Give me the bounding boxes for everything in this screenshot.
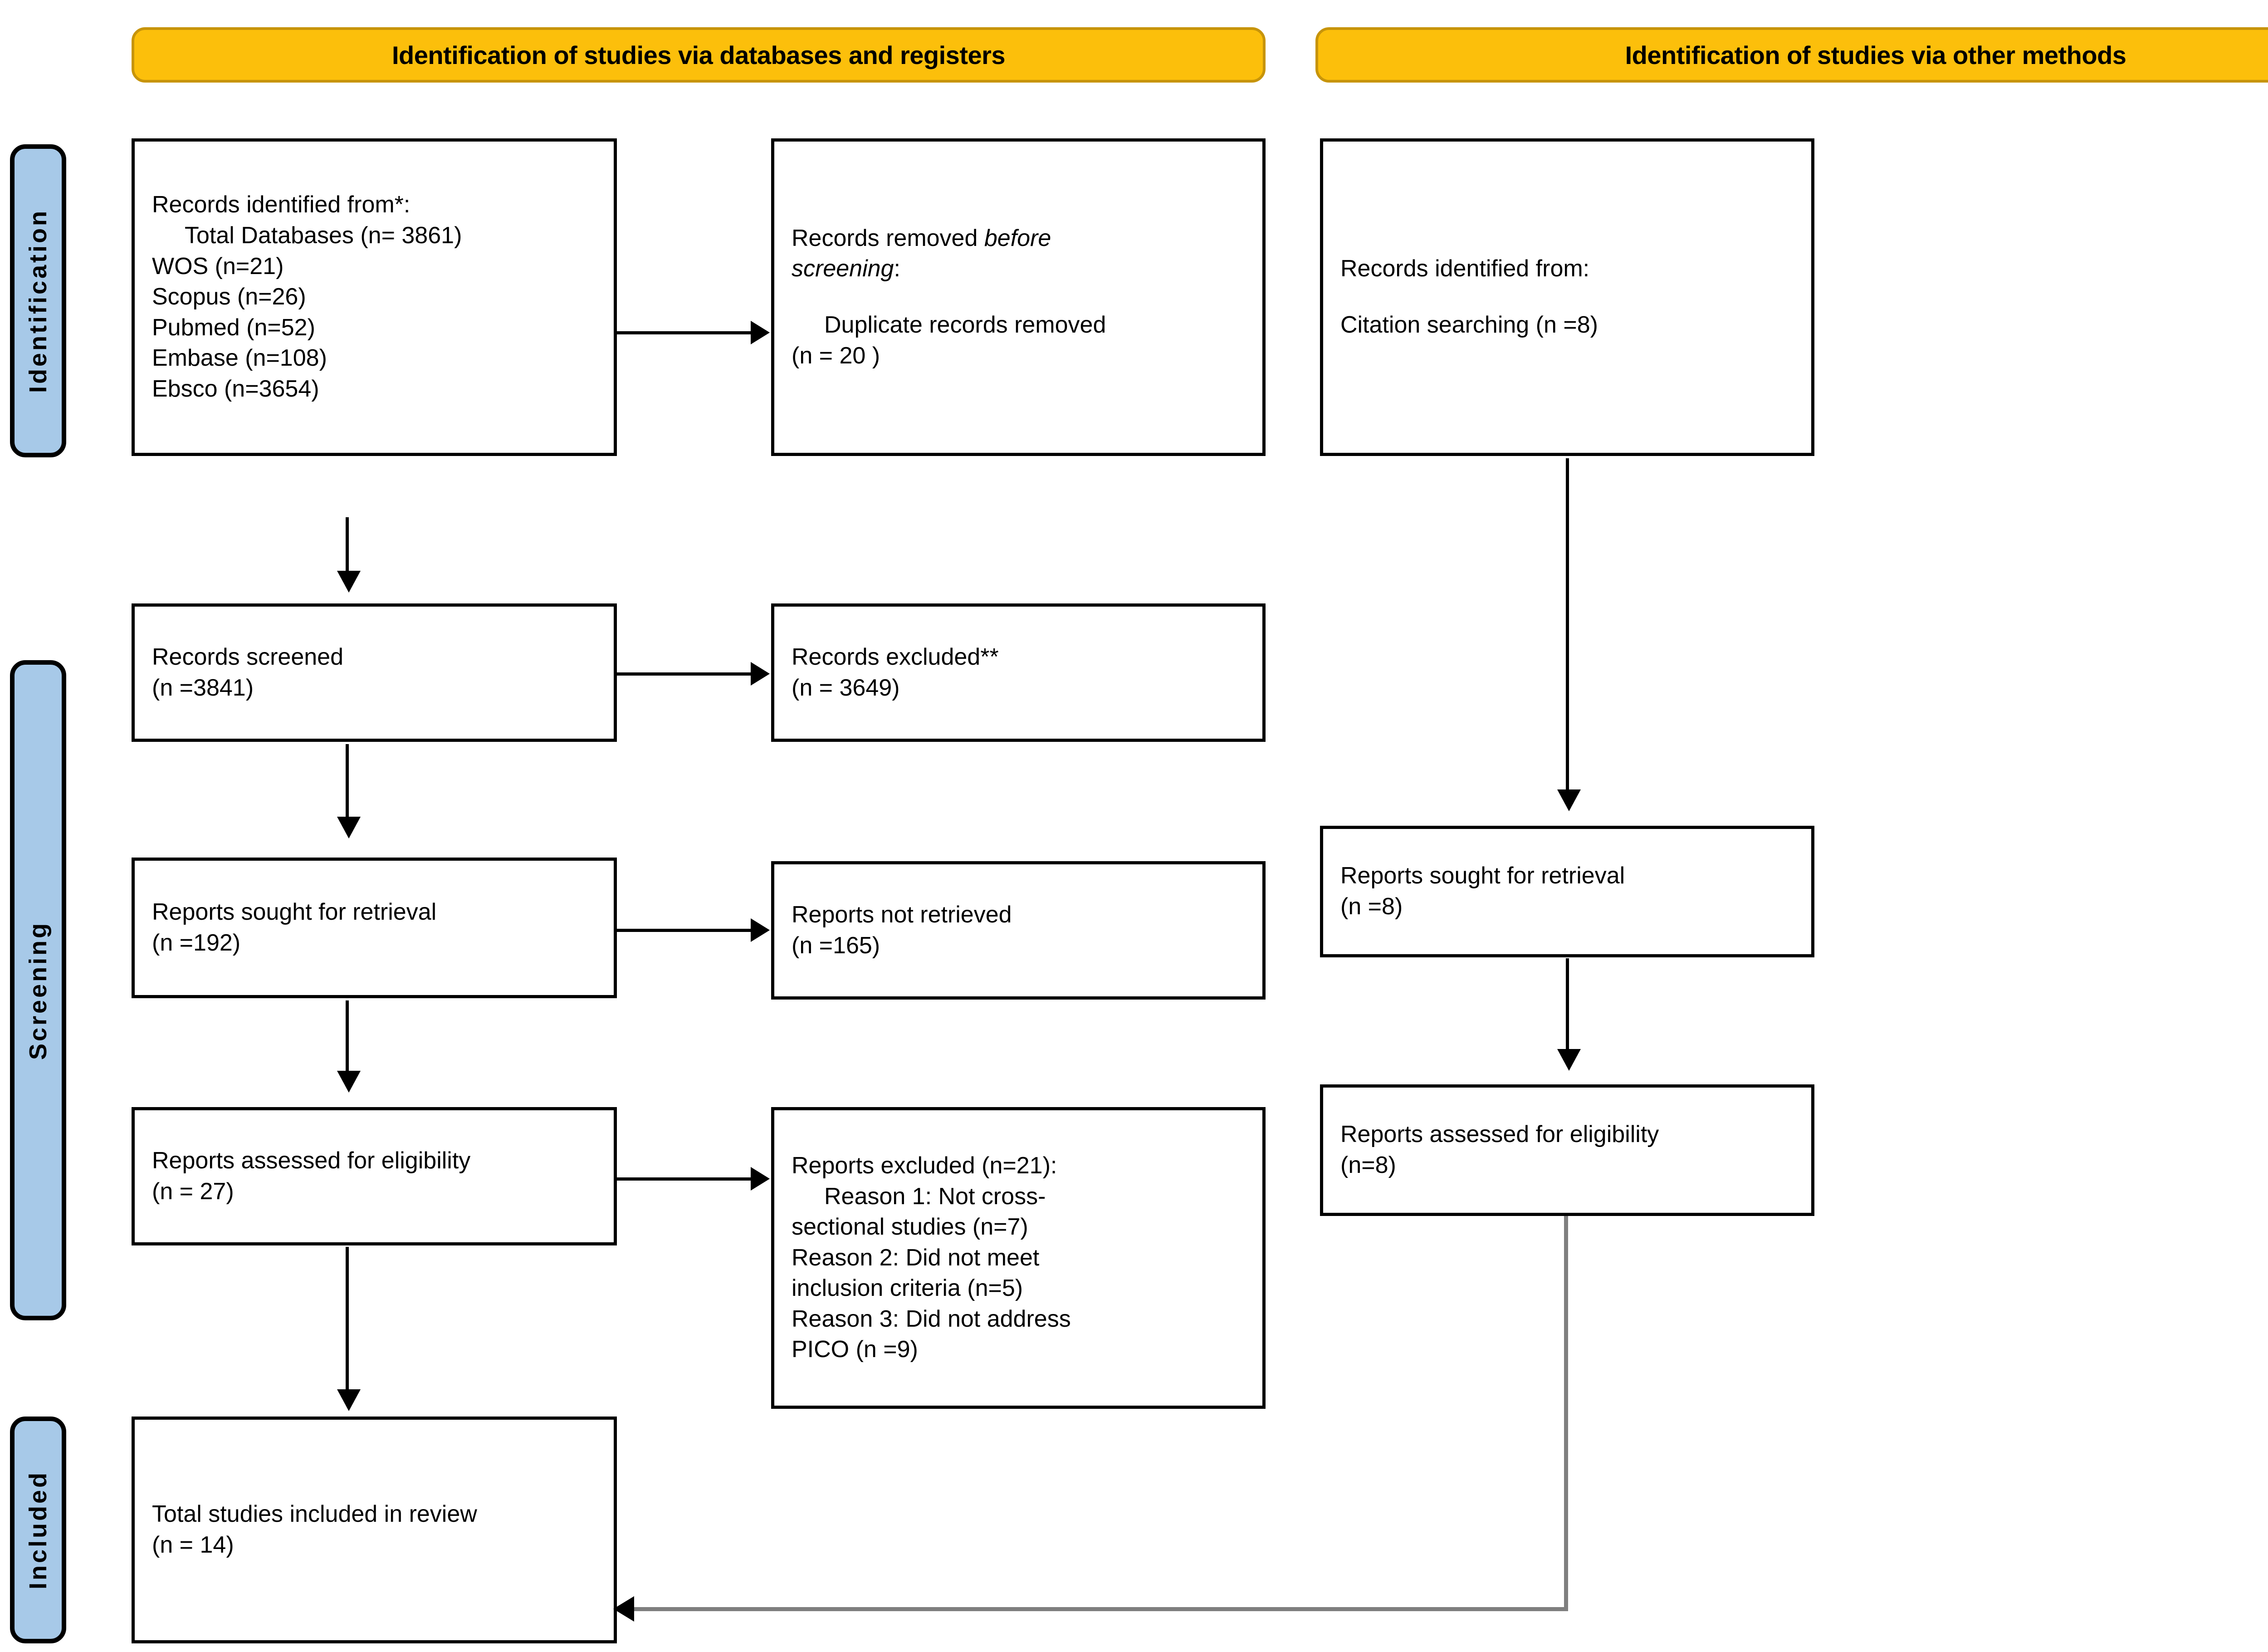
stage-label-screening: Screening [24, 921, 52, 1060]
reason-3-line1: Reason 3: Did not address [792, 1305, 1071, 1332]
records-excluded-label: Records excluded** [792, 643, 999, 670]
reason-1-line1: Reason 1: Not cross- [824, 1183, 1046, 1210]
other-reports-sought-label: Reports sought for retrieval [1340, 863, 1625, 889]
citation-searching-count: Citation searching (n =8) [1340, 312, 1598, 338]
box-records-removed-before-screening: Records removed before screening: Duplic… [771, 138, 1266, 456]
source-wos: WOS (n=21) [152, 253, 284, 279]
arrow-sought-to-not-retrieved [751, 918, 770, 942]
reason-1-line2: sectional studies (n=7) [792, 1214, 1028, 1240]
total-included-count: (n = 14) [152, 1532, 234, 1558]
total-included-label: Total studies included in review [152, 1501, 477, 1528]
arrow-sought-to-assessed [337, 1071, 361, 1093]
arrow-other-identified-to-sought [1557, 789, 1581, 811]
source-total-databases: Total Databases (n= 3861) [185, 222, 462, 249]
box-records-screened: Records screened (n =3841) [132, 603, 617, 742]
connector-identified-to-screened [346, 517, 349, 583]
source-ebsco: Ebsco (n=3654) [152, 375, 319, 402]
box-reports-sought-databases: Reports sought for retrieval (n =192) [132, 858, 617, 998]
reports-not-retrieved-count: (n =165) [792, 932, 880, 959]
reason-2-line1: Reason 2: Did not meet [792, 1244, 1040, 1271]
header-databases-registers: Identification of studies via databases … [132, 27, 1266, 83]
reports-sought-label: Reports sought for retrieval [152, 899, 437, 926]
gray-connector-vertical [1564, 1216, 1568, 1611]
other-records-identified-label: Records identified from: [1340, 255, 1590, 282]
other-reports-assessed-label: Reports assessed for eligibility [1340, 1121, 1659, 1148]
box-reports-not-retrieved: Reports not retrieved (n =165) [771, 861, 1266, 1000]
connector-other-sought-to-assessed [1566, 958, 1569, 1060]
reports-sought-count: (n =192) [152, 930, 241, 956]
source-embase: Embase (n=108) [152, 345, 327, 372]
stage-pill-included: Included [10, 1417, 66, 1643]
gray-connector-horizontal [633, 1607, 1568, 1611]
connector-screened-to-sought [346, 744, 349, 828]
reports-assessed-count: (n = 27) [152, 1178, 234, 1205]
connector-sought-to-not-retrieved [617, 929, 767, 932]
arrow-other-sought-to-assessed [1557, 1049, 1581, 1071]
header-other-label: Identification of studies via other meth… [1625, 40, 2126, 69]
records-screened-count: (n =3841) [152, 674, 254, 701]
records-removed-line1: Records removed before [792, 225, 1051, 251]
other-reports-sought-count: (n =8) [1340, 893, 1403, 920]
duplicate-records-count: (n = 20 ) [792, 342, 880, 369]
box-total-studies-included: Total studies included in review (n = 14… [132, 1417, 617, 1643]
reason-3-line2: PICO (n =9) [792, 1336, 918, 1363]
arrow-identified-to-removed [751, 321, 770, 344]
reports-not-retrieved-label: Reports not retrieved [792, 901, 1012, 928]
connector-assessed-to-excluded [617, 1177, 767, 1181]
box-reports-assessed-databases: Reports assessed for eligibility (n = 27… [132, 1107, 617, 1245]
records-removed-line2: screening: [792, 255, 900, 282]
source-scopus: Scopus (n=26) [152, 284, 306, 310]
connector-sought-to-assessed [346, 1000, 349, 1082]
box-records-excluded: Records excluded** (n = 3649) [771, 603, 1266, 742]
header-other-methods: Identification of studies via other meth… [1315, 27, 2268, 83]
stage-label-included: Included [24, 1470, 52, 1590]
connector-assessed-to-included [346, 1247, 349, 1401]
source-pubmed: Pubmed (n=52) [152, 314, 315, 341]
records-screened-label: Records screened [152, 643, 343, 670]
arrow-assessed-to-included [337, 1389, 361, 1411]
connector-screened-to-excluded [617, 672, 767, 676]
reports-excluded-title: Reports excluded (n=21): [792, 1152, 1057, 1179]
box-reports-assessed-other: Reports assessed for eligibility (n=8) [1320, 1084, 1814, 1216]
other-reports-assessed-count: (n=8) [1340, 1152, 1396, 1178]
stage-pill-identification: Identification [10, 144, 66, 457]
connector-other-identified-to-sought [1566, 458, 1569, 801]
header-databases-label: Identification of studies via databases … [391, 40, 1006, 69]
arrow-screened-to-excluded [751, 662, 770, 686]
stage-label-identification: Identification [24, 209, 52, 393]
connector-identified-to-removed [617, 331, 767, 334]
other-records-spacer [1340, 284, 1794, 310]
arrow-identified-to-screened [337, 571, 361, 593]
records-identified-title: Records identified from*: [152, 191, 411, 218]
arrow-other-to-included [613, 1596, 634, 1622]
box-reports-excluded-reasons: Reports excluded (n=21): Reason 1: Not c… [771, 1107, 1266, 1409]
box-reports-sought-other: Reports sought for retrieval (n =8) [1320, 826, 1814, 957]
arrow-screened-to-sought [337, 817, 361, 838]
arrow-assessed-to-excluded [751, 1167, 770, 1191]
records-excluded-count: (n = 3649) [792, 674, 900, 701]
reason-2-line2: inclusion criteria (n=5) [792, 1275, 1023, 1302]
box-records-identified-other: Records identified from: Citation search… [1320, 138, 1814, 456]
records-removed-spacer [792, 284, 1245, 310]
box-records-identified-databases: Records identified from*: Total Database… [132, 138, 617, 456]
stage-pill-screening: Screening [10, 660, 66, 1320]
reports-assessed-label: Reports assessed for eligibility [152, 1147, 471, 1174]
duplicate-records-removed: Duplicate records removed [824, 312, 1106, 338]
